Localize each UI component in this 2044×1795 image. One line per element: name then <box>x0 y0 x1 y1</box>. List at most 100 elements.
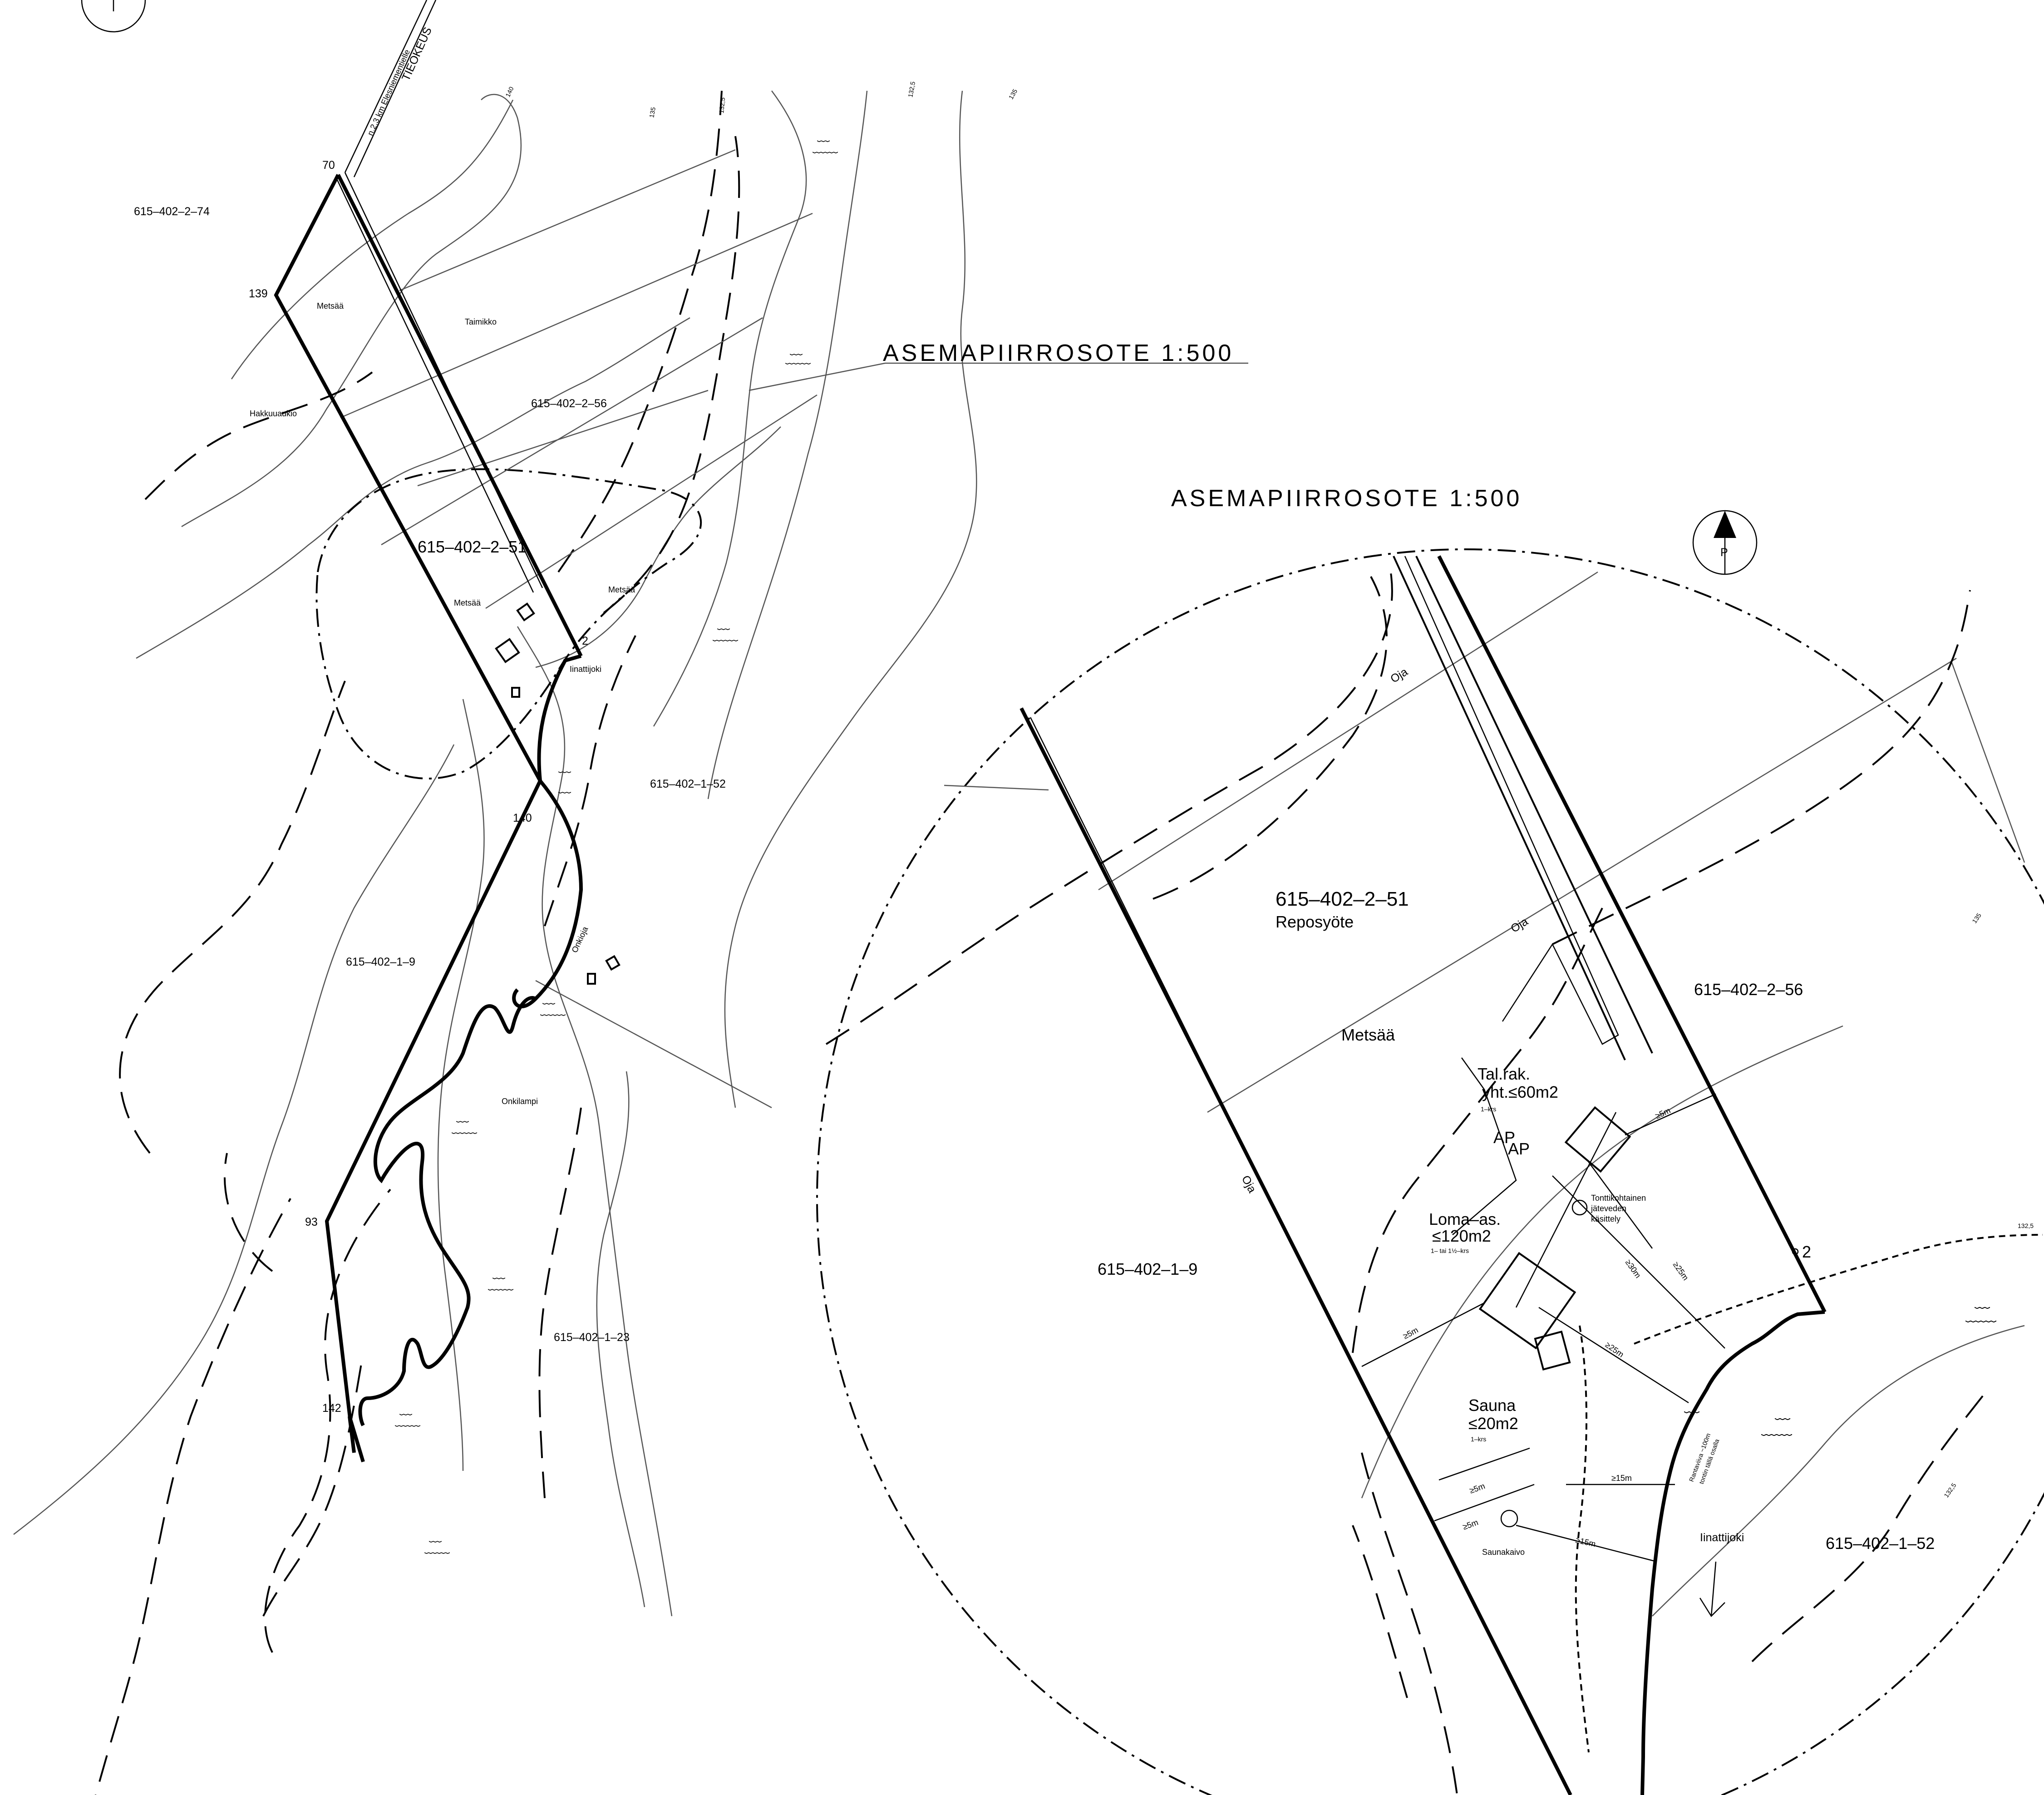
detail-map: ASEMAPIIRROSOTE 1:500 P <box>816 485 2044 1795</box>
svg-text:﹏﹏: ﹏﹏ <box>1761 1421 1792 1438</box>
point-number: 139 <box>249 287 268 300</box>
parcel-label: 615–402–1–52 <box>1826 1534 1935 1553</box>
point-number: 70 <box>322 159 335 172</box>
wastewater-note: käsittely <box>1591 1214 1620 1223</box>
land-use-label: Metsää <box>608 585 635 594</box>
distance-label: ≥25m <box>1604 1340 1625 1359</box>
building-icon <box>587 973 596 985</box>
detail-frame-circle <box>816 548 2044 1795</box>
contour-label: 132,5 <box>718 97 726 114</box>
svg-text:﹏﹏: ﹏﹏ <box>540 1003 566 1017</box>
svg-text:﹏﹏: ﹏﹏ <box>813 141 838 155</box>
svg-text:﹏: ﹏ <box>817 129 830 143</box>
point-number: 2 <box>582 635 588 647</box>
north-arrow-icon <box>1692 510 1758 575</box>
main-parcel-name: Reposyöte <box>1276 912 1354 931</box>
ap-label: AP <box>1508 1139 1530 1158</box>
north-symbol-partial-icon <box>81 0 146 33</box>
wastewater-note: Tonttikohtainen <box>1591 1193 1646 1203</box>
building-icon <box>516 602 535 621</box>
svg-text:﹏﹏: ﹏﹏ <box>424 1541 450 1555</box>
parcel-label: 615–402–1–9 <box>1098 1260 1197 1278</box>
building-floors: 1– tai 1½–krs <box>1431 1247 1469 1254</box>
svg-text:﹏﹏: ﹏﹏ <box>395 1414 420 1428</box>
land-use-label: Hakkuuaukio <box>250 409 297 418</box>
ditch-lines <box>944 571 2025 1113</box>
svg-text:﹏: ﹏ <box>558 760 571 774</box>
wastewater-note: jäteveden <box>1591 1204 1626 1213</box>
svg-text:﹏﹏: ﹏﹏ <box>488 1278 513 1292</box>
overview-map: ASEMAPIIRROSOTE 1:500 615–402–2–74 615–4… <box>13 0 1248 1795</box>
ditch-label: Oja <box>1239 1174 1259 1195</box>
detail-access-road <box>1393 556 1653 1235</box>
main-parcel-label: 615–402–2–51 <box>1276 888 1409 910</box>
svg-text:﹏: ﹏ <box>456 1110 469 1124</box>
svg-text:﹏: ﹏ <box>493 1267 505 1281</box>
svg-text:﹏: ﹏ <box>790 343 803 357</box>
distance-label: ≥30m <box>1624 1258 1643 1280</box>
field-lines <box>340 149 1248 609</box>
building-icon <box>1534 1330 1571 1371</box>
land-use-label: Taimikko <box>465 317 497 326</box>
overview-title: ASEMAPIIRROSOTE 1:500 <box>883 340 1234 366</box>
water-symbols: ﹏﹏﹏ ﹏﹏﹏ ﹏ <box>1684 1294 1996 1438</box>
parcel-label: 615–402–1–52 <box>650 778 726 790</box>
parcel-label: 615–402–2–56 <box>1694 980 1803 999</box>
well-icon <box>1500 1509 1518 1528</box>
point-number: 140 <box>513 812 532 824</box>
contour-label: 135 <box>1970 912 1983 924</box>
ditch-label: Oja <box>1388 666 1410 685</box>
building-floors: 1–krs <box>1481 1105 1496 1113</box>
svg-text:﹏: ﹏ <box>399 1403 412 1417</box>
distance-label: ≥15m <box>1611 1474 1632 1483</box>
svg-text:﹏: ﹏ <box>1775 1405 1790 1422</box>
road-note: n.2,3 km Elesniementielle <box>365 48 412 137</box>
river-label: Iinattijoki <box>1700 1531 1744 1544</box>
detail-property-boundary <box>1437 555 1827 1313</box>
contour-label: 135 <box>648 107 657 118</box>
river-label: Iinattijoki <box>570 665 601 674</box>
parcel-label: 615–402–2–51 <box>418 538 527 556</box>
svg-text:﹏: ﹏ <box>717 617 730 631</box>
distance-lines <box>1361 1093 1725 1563</box>
point-number: 93 <box>305 1216 318 1228</box>
contour-label: 132,5 <box>906 81 916 98</box>
detail-river-shore <box>1640 1310 1825 1795</box>
building-area: ≤120m2 <box>1432 1227 1491 1245</box>
building-icon <box>1478 1252 1576 1350</box>
water-symbols: ﹏﹏﹏ ﹏﹏﹏ ﹏﹏﹏ ﹏﹏ ﹏﹏﹏ ﹏﹏﹏ ﹏﹏﹏ ﹏﹏﹏ ﹏﹏﹏ <box>395 129 838 1555</box>
svg-text:﹏: ﹏ <box>1684 1398 1699 1415</box>
contour-label: 135 <box>1007 88 1019 100</box>
river-shore <box>512 654 583 1009</box>
building-area: ≤20m2 <box>1468 1414 1518 1433</box>
distance-label: ≥5m <box>1462 1518 1480 1532</box>
detail-dashed-contours <box>825 562 2043 1795</box>
svg-text:﹏﹏: ﹏﹏ <box>785 352 811 366</box>
building-area: yht.≤60m2 <box>1482 1083 1558 1101</box>
flow-arrow-icon <box>1699 1561 1725 1617</box>
parcel-label: 615–402–2–56 <box>531 397 607 410</box>
svg-text:﹏﹏: ﹏﹏ <box>713 629 738 643</box>
land-use-label: Metsää <box>454 598 481 607</box>
lake-shore <box>358 996 537 1426</box>
well-label: Saunakaivo <box>1482 1548 1525 1557</box>
svg-text:﹏: ﹏ <box>1975 1294 1990 1311</box>
parcel-label: 615–402–1–23 <box>554 1331 630 1344</box>
contour-lines <box>13 90 977 1617</box>
building-icon <box>495 638 520 663</box>
north-label: P <box>1720 546 1728 559</box>
access-road <box>335 0 543 593</box>
wastewater-icon <box>1571 1199 1588 1216</box>
contour-label: 132,5 <box>1942 1482 1957 1499</box>
property-boundary <box>274 174 542 1463</box>
point-number: 142 <box>322 1402 341 1415</box>
land-use-label: Metsää <box>317 301 344 311</box>
lake-label: Onkilampi <box>502 1097 538 1106</box>
building-title: Tal.rak. <box>1478 1065 1530 1083</box>
contour-label: 132,5 <box>2018 1222 2034 1229</box>
parcel-label: 615–402–1–9 <box>346 956 415 968</box>
svg-text:﹏﹏: ﹏﹏ <box>452 1121 477 1135</box>
svg-text:﹏: ﹏ <box>558 781 571 795</box>
land-use-label: Metsää <box>1341 1026 1395 1044</box>
